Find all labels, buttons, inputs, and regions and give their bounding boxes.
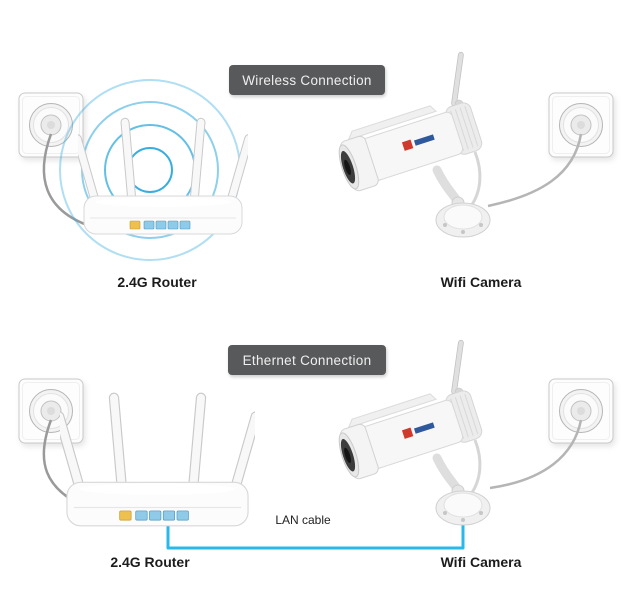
wifi-camera-icon (338, 339, 491, 526)
lan-port (162, 510, 176, 521)
camera-body (338, 102, 483, 192)
lan-cable-line (166, 505, 465, 550)
camera-wall-base (435, 490, 491, 526)
camera-sun-shield (347, 393, 437, 429)
ethernet-connection-section: Ethernet Connection (0, 305, 624, 608)
wireless-connection-section: Wireless Connection (18, 51, 614, 290)
lan-port (167, 220, 179, 230)
wireless-connection-badge: Wireless Connection (229, 65, 385, 95)
camera-logo (401, 427, 414, 439)
router-label: 2.4G Router (110, 554, 190, 570)
ethernet-connection-badge: Ethernet Connection (228, 345, 386, 375)
camera-power-cable (487, 133, 583, 208)
power-outlet-left (18, 92, 84, 158)
camera-label: Wifi Camera (440, 274, 522, 290)
camera-wall-base (435, 202, 491, 238)
camera-body (338, 390, 483, 480)
camera-sun-shield (347, 105, 437, 141)
camera-pigtail-cable (469, 151, 482, 207)
wan-port (129, 220, 141, 230)
camera-antenna (451, 51, 464, 107)
camera-power-cable (489, 419, 583, 490)
lan-port (135, 510, 148, 521)
camera-pigtail-cable (469, 439, 482, 495)
router-antenna (188, 392, 207, 490)
router-label: 2.4G Router (117, 274, 197, 290)
lan-cable-label: LAN cable (275, 513, 331, 527)
camera-logo (401, 139, 414, 151)
lan-port (179, 220, 191, 230)
lan-port (155, 220, 167, 230)
router-ports (129, 220, 191, 230)
lan-port (143, 220, 155, 230)
wifi-camera-icon (338, 51, 491, 238)
router-antenna (226, 134, 248, 205)
router-antenna (189, 117, 206, 203)
router-ports (119, 510, 189, 521)
router-antenna (108, 392, 127, 490)
router-antenna (120, 117, 137, 203)
router-power-cable (42, 133, 97, 230)
wan-port (119, 510, 132, 521)
router-antenna (60, 411, 85, 493)
lan-port (176, 510, 189, 521)
power-outlet-icon (18, 92, 84, 158)
router-icon (78, 117, 248, 235)
camera-mount-arm (432, 453, 463, 495)
camera-antenna (451, 339, 464, 395)
router-antenna (78, 134, 100, 205)
camera-mount-arm (432, 165, 463, 207)
lan-port (149, 510, 162, 521)
router-icon (60, 392, 255, 527)
power-cables-layer (40, 114, 592, 230)
camera-label: Wifi Camera (440, 554, 522, 570)
router-antenna (230, 411, 255, 493)
